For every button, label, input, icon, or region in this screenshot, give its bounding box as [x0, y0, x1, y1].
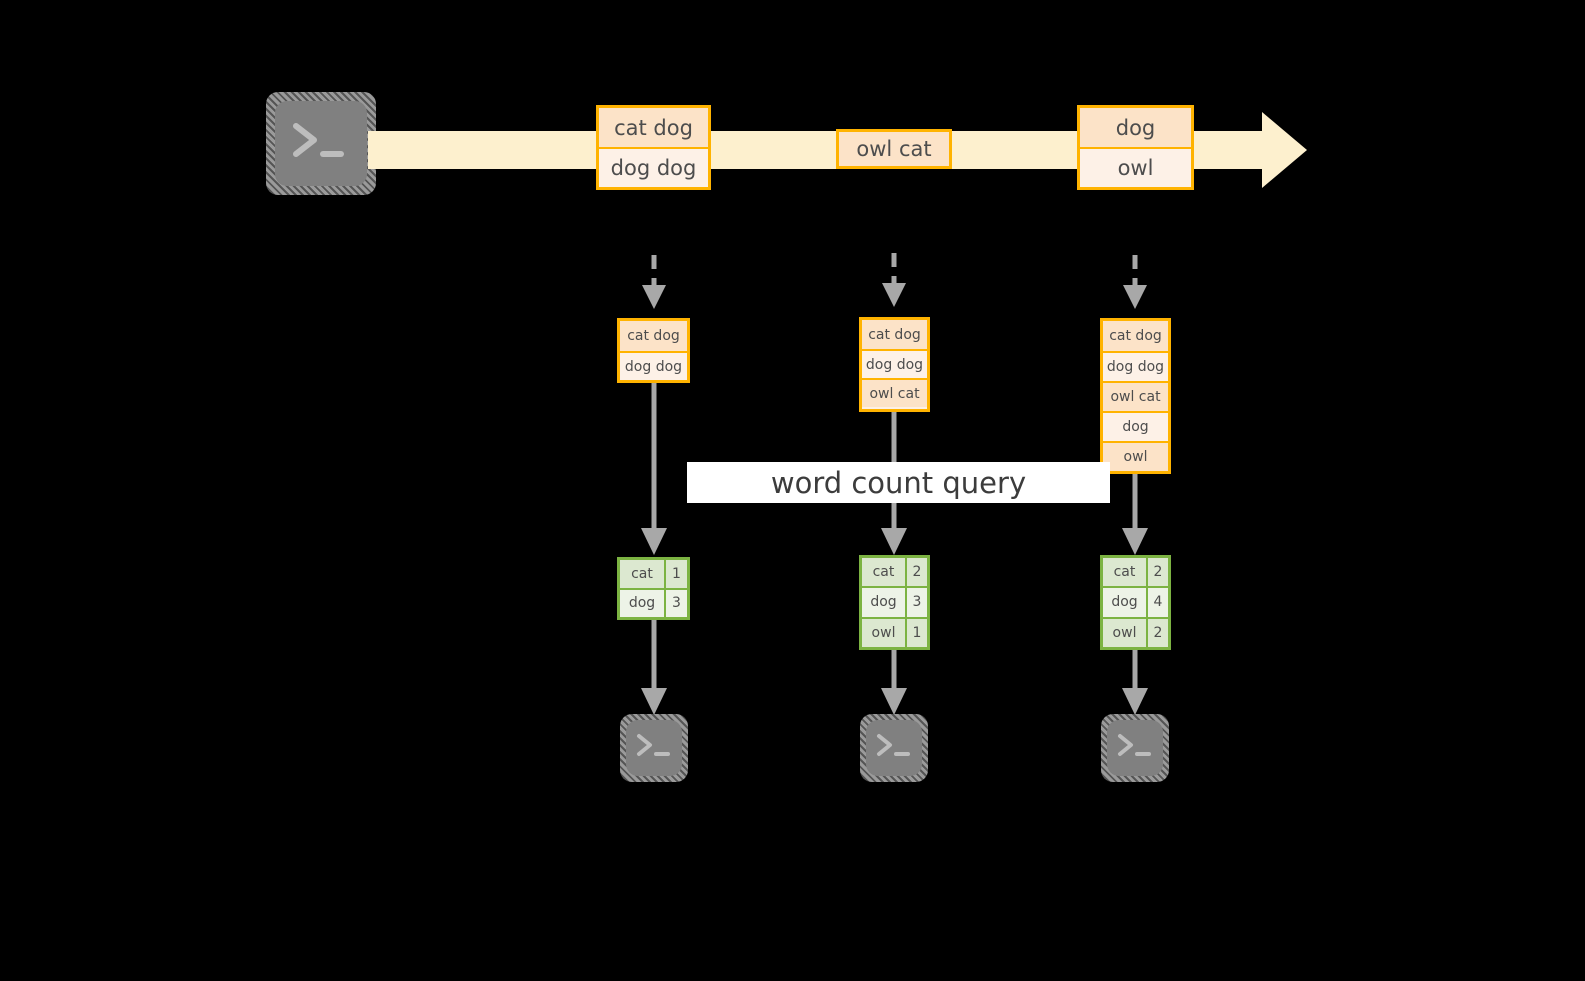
table-cell-count: 3 [664, 589, 687, 617]
query-connector [1122, 474, 1148, 555]
accumulated-record-line: dog dog [862, 349, 927, 378]
table-cell-count: 3 [905, 588, 927, 617]
snapshot-tap-connector [1123, 255, 1147, 309]
sink-terminal-icon [1101, 714, 1169, 782]
table-cell-count: 2 [1146, 558, 1168, 587]
word-count-result-table: cat 2 dog 3 owl 1 [859, 555, 930, 650]
sink-terminal-icon [620, 714, 688, 782]
table-cell-word: owl [1103, 618, 1146, 647]
stream-message: dog owl [1077, 105, 1194, 190]
snapshot-tap-connector [642, 255, 666, 309]
word-count-result-table: cat 2 dog 4 owl 2 [1100, 555, 1171, 650]
table-cell-count: 1 [905, 618, 927, 647]
stream-message: cat dog dog dog [596, 105, 711, 190]
table-row: cat 1 [620, 560, 687, 588]
table-cell-word: dog [620, 589, 664, 617]
table-row: owl 2 [1103, 616, 1168, 647]
terminal-face [866, 720, 922, 776]
stream-message-line: owl cat [839, 132, 949, 166]
word-count-query-banner: word count query [687, 462, 1110, 503]
stream-message-line: owl [1080, 147, 1191, 187]
terminal-prompt-icon [1118, 734, 1151, 756]
accumulated-record-line: cat dog [1103, 321, 1168, 351]
word-count-result-table: cat 1 dog 3 [617, 557, 690, 620]
table-row: cat 2 [862, 558, 927, 587]
accumulated-record-line: dog [1103, 411, 1168, 441]
terminal-prompt-icon [877, 734, 910, 756]
accumulated-record-line: cat dog [862, 320, 927, 349]
accumulated-record-line: dog dog [1103, 351, 1168, 381]
terminal-face [275, 101, 367, 186]
table-row: dog 4 [1103, 586, 1168, 617]
snapshot-tap-connector [882, 253, 906, 307]
accumulated-records: cat dog dog dog owl cat [859, 317, 930, 412]
stream-arrow-head [1262, 112, 1307, 188]
stream-message-line: dog [1080, 108, 1191, 147]
accumulated-record-line: cat dog [620, 321, 687, 351]
sink-terminal-icon [860, 714, 928, 782]
sink-connector [1122, 650, 1148, 715]
terminal-prompt-icon [293, 123, 344, 157]
terminal-face [1107, 720, 1163, 776]
accumulated-record-line: owl cat [1103, 381, 1168, 411]
table-row: dog 3 [862, 586, 927, 617]
table-cell-count: 2 [1146, 618, 1168, 647]
stream-message: owl cat [836, 129, 952, 169]
stream-message-line: cat dog [599, 108, 708, 147]
stream-message-line: dog dog [599, 147, 708, 187]
source-terminal-icon [266, 92, 376, 195]
table-row: owl 1 [862, 616, 927, 647]
accumulated-record-line: owl cat [862, 378, 927, 407]
query-connector [641, 383, 667, 555]
table-cell-word: cat [620, 560, 664, 588]
accumulated-records: cat dog dog dog [617, 318, 690, 383]
table-cell-count: 4 [1146, 588, 1168, 617]
terminal-prompt-icon [637, 734, 670, 756]
accumulated-records: cat dog dog dog owl cat dog owl [1100, 318, 1171, 474]
accumulated-record-line: dog dog [620, 351, 687, 380]
sink-connector [641, 620, 667, 715]
accumulated-record-line: owl [1103, 441, 1168, 471]
table-cell-word: cat [1103, 558, 1146, 587]
sink-connector [881, 650, 907, 715]
table-cell-word: cat [862, 558, 905, 587]
table-cell-count: 1 [664, 560, 687, 588]
table-cell-word: owl [862, 618, 905, 647]
table-cell-count: 2 [905, 558, 927, 587]
table-row: cat 2 [1103, 558, 1168, 587]
table-row: dog 3 [620, 587, 687, 617]
table-cell-word: dog [1103, 588, 1146, 617]
terminal-face [626, 720, 682, 776]
table-cell-word: dog [862, 588, 905, 617]
